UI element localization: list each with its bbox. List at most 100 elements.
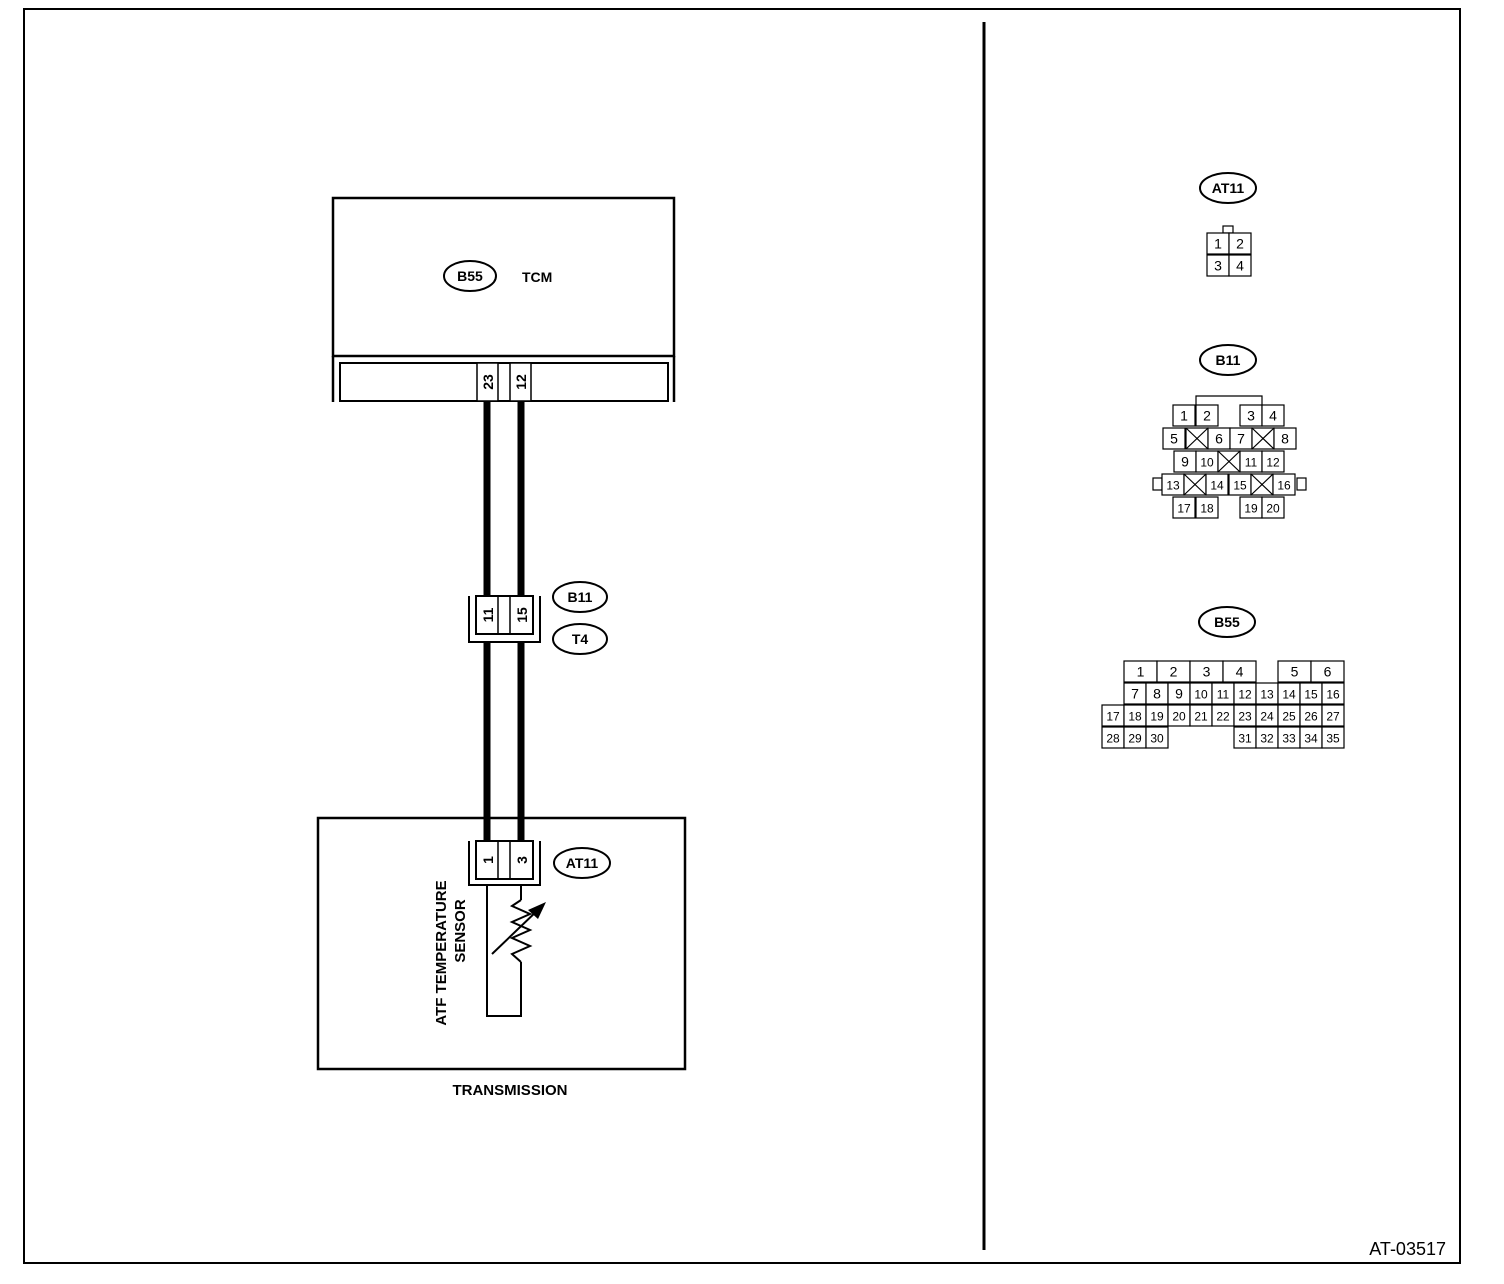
legend-at11-title: AT11 [1212, 180, 1245, 196]
legend-b55-pin-24: 24 [1260, 710, 1274, 724]
tcm-label: TCM [522, 269, 552, 285]
sensor-label-line1: ATF TEMPERATURE [433, 880, 450, 1025]
tcm-connector-badge [443, 260, 497, 292]
legend-b55-title: B55 [1214, 614, 1240, 630]
legend-b11-pin-18: 18 [1200, 502, 1214, 516]
legend-b55-pin-26: 26 [1304, 710, 1318, 724]
t4-badge [552, 623, 608, 655]
legend-b55-pin-29: 29 [1128, 732, 1142, 746]
legend-b55-cell [1321, 682, 1345, 705]
wire-harness [483, 402, 525, 841]
legend-b55-pin-2: 2 [1170, 664, 1178, 680]
legend-at11-cell [1228, 254, 1252, 277]
legend-b55-pin-34: 34 [1304, 732, 1318, 746]
legend-b55-pin-6: 6 [1324, 664, 1332, 680]
legend-b11-pin-6: 6 [1215, 431, 1223, 447]
legend-b55-pin-15: 15 [1304, 688, 1318, 702]
legend-b11-pin-16: 16 [1277, 479, 1291, 493]
tcm-pin-box [509, 362, 532, 402]
legend-b55-pin-17: 17 [1106, 710, 1120, 724]
legend-b11-pin-8: 8 [1281, 431, 1289, 447]
legend-b55-pin-13: 13 [1260, 688, 1274, 702]
legend-at11-cell [1228, 232, 1252, 255]
legend-b11-pin-1: 1 [1180, 408, 1188, 424]
tcm-module: B55 TCM 23 12 [331, 196, 676, 402]
legend-b55-pin-21: 21 [1194, 710, 1208, 724]
figure-id: AT-03517 [1369, 1239, 1446, 1259]
legend-b11-cell [1172, 496, 1196, 519]
legend-b11-pin-14: 14 [1210, 479, 1224, 493]
legend-b55-pin-35: 35 [1326, 732, 1340, 746]
legend-b55-cell [1222, 660, 1257, 683]
sensor-label-line2: SENSOR [452, 899, 469, 963]
legend-b55-cell [1321, 726, 1345, 749]
at11-label: AT11 [566, 855, 599, 871]
legend-b11-cell [1272, 473, 1296, 496]
legend-at11-pin-2: 2 [1236, 236, 1244, 252]
legend-b55-cell [1321, 704, 1345, 727]
legend-b55-pin-12: 12 [1238, 688, 1252, 702]
legend-b55-pin-1: 1 [1137, 664, 1145, 680]
legend-b55-pin-11: 11 [1217, 688, 1230, 702]
legend-b11-pin-15: 15 [1233, 479, 1247, 493]
transmission-box: 1 3 AT11 ATF TEMPERATURE SENSOR [316, 816, 687, 1071]
legend-b55-pin-23: 23 [1238, 710, 1252, 724]
legend-b55-pin-7: 7 [1131, 686, 1139, 702]
joint-connector: 11 15 B11 T4 [468, 581, 608, 655]
legend-b55-cell [1310, 660, 1345, 683]
b11-label: B11 [568, 589, 593, 605]
legend-b11-pin-20: 20 [1266, 502, 1280, 516]
sensor-pin-1: 1 [480, 856, 496, 864]
tcm-pin-box [476, 362, 499, 402]
legend-b55-pin-18: 18 [1128, 710, 1142, 724]
legend-b55-pin-9: 9 [1175, 686, 1183, 702]
legend-b11-pin-19: 19 [1244, 502, 1258, 516]
legend-b55-pin-31: 31 [1238, 732, 1252, 746]
legend-b55-pin-25: 25 [1282, 710, 1296, 724]
thermistor-symbol [486, 885, 546, 1017]
legend-b55-pin-27: 27 [1326, 710, 1340, 724]
legend-b11-pin-5: 5 [1170, 431, 1178, 447]
legend-b11-cell [1162, 427, 1186, 450]
legend-b55-pin-10: 10 [1194, 688, 1208, 702]
legend-b55-pin-30: 30 [1150, 732, 1164, 746]
legend-at11-pin-4: 4 [1236, 258, 1244, 274]
legend-b11-pin-12: 12 [1266, 456, 1280, 470]
joint-pin-15: 15 [514, 607, 530, 623]
legend-b55-pin-14: 14 [1282, 688, 1296, 702]
legend-b55-pin-16: 16 [1326, 688, 1340, 702]
b11-badge [552, 581, 608, 613]
tcm-pin-23: 23 [480, 374, 496, 390]
legend-at11-pin-3: 3 [1214, 258, 1222, 274]
legend-b55-pin-22: 22 [1216, 710, 1230, 724]
legend-b11-title: B11 [1216, 352, 1241, 368]
tcm-pin-12: 12 [513, 374, 529, 390]
legend-b11-cell [1261, 404, 1285, 427]
legend-b55-pin-8: 8 [1153, 686, 1161, 702]
legend-b11-pin-9: 9 [1181, 454, 1189, 470]
legend-b11-pin-17: 17 [1177, 502, 1191, 516]
legend-b11-pin-3: 3 [1247, 408, 1255, 424]
legend-b55-pin-4: 4 [1236, 664, 1244, 680]
legend-b11-cell [1172, 404, 1196, 427]
legend-b55-pin-3: 3 [1203, 664, 1211, 680]
outer-frame [23, 8, 1461, 1264]
legend-b11-cell [1261, 496, 1285, 519]
t4-label: T4 [572, 631, 589, 647]
legend-b55-cell [1145, 726, 1169, 749]
legend-b11-cell [1273, 427, 1297, 450]
legend-b55-pin-20: 20 [1172, 710, 1186, 724]
legend-b55-pin-32: 32 [1260, 732, 1274, 746]
legend-b55-pin-28: 28 [1106, 732, 1120, 746]
at11-badge [553, 847, 611, 879]
tcm-connector-id: B55 [457, 268, 483, 284]
legend-b11-pin-4: 4 [1269, 408, 1277, 424]
legend-b55-pin-33: 33 [1282, 732, 1296, 746]
legend-b11-pin-2: 2 [1203, 408, 1211, 424]
joint-pin-11: 11 [480, 607, 496, 622]
legend-b11-cell [1195, 496, 1219, 519]
